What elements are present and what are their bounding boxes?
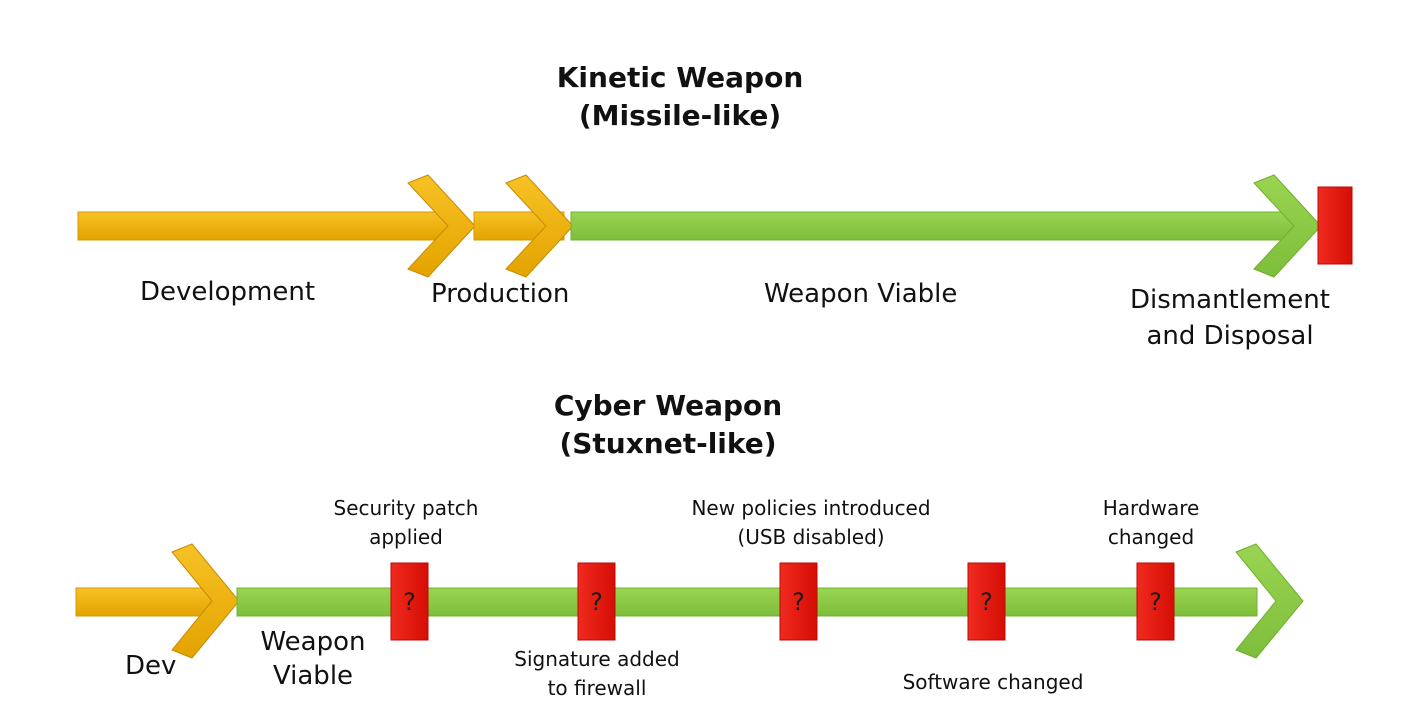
disposal-block	[1317, 186, 1353, 265]
kinetic-title: Kinetic Weapon (Missile-like)	[520, 61, 840, 133]
phase-label-cyber-viable-line2: Viable	[272, 660, 354, 691]
event-question-mark: ?	[980, 588, 993, 616]
phase-label-cyber-viable: Weapon Viable	[238, 627, 388, 692]
kinetic-title-line1: Kinetic Weapon	[556, 61, 804, 94]
event-label-policies: New policies introduced (USB disabled)	[661, 497, 961, 549]
event-label-hardware: Hardware changed	[1071, 497, 1231, 549]
event-label-line: New policies introduced	[691, 496, 931, 520]
event-marker-security-patch: ?	[390, 562, 429, 641]
kinetic-title-line2: (Missile-like)	[578, 99, 782, 133]
event-label-security-patch: Security patch applied	[306, 497, 506, 549]
event-marker-signature: ?	[577, 562, 616, 641]
phase-label-cyber-viable-line1: Weapon	[260, 627, 366, 657]
phase-label-viable: Weapon Viable	[764, 279, 958, 309]
event-question-mark: ?	[1149, 588, 1162, 616]
cyber-title: Cyber Weapon (Stuxnet-like)	[508, 389, 828, 461]
phase-label-disposal-line1: Dismantlement	[1130, 285, 1330, 315]
event-question-mark: ?	[590, 588, 603, 616]
event-marker-policies: ?	[779, 562, 818, 641]
event-marker-hardware: ?	[1136, 562, 1175, 641]
event-label-line: Software changed	[902, 670, 1084, 694]
viable-arrowhead	[1253, 174, 1322, 278]
event-label-line: applied	[369, 525, 443, 549]
event-label-line: to firewall	[547, 676, 647, 700]
dev-shaft	[75, 587, 227, 617]
event-label-line: Hardware	[1102, 496, 1200, 520]
phase-label-disposal-line2: and Disposal	[1146, 320, 1314, 351]
phase-label-development: Development	[140, 277, 316, 307]
phase-label-dev: Dev	[125, 651, 177, 681]
event-question-mark: ?	[792, 588, 805, 616]
event-question-mark: ?	[403, 588, 416, 616]
event-marker-software: ?	[967, 562, 1006, 641]
viable-shaft	[570, 211, 1307, 241]
phase-label-disposal: Dismantlement and Disposal	[1100, 285, 1360, 352]
dev-arrowhead	[171, 543, 240, 659]
event-label-line: Signature added	[514, 647, 680, 671]
production-arrowhead	[505, 174, 574, 278]
cyber-title-line2: (Stuxnet-like)	[559, 427, 777, 461]
event-label-line: changed	[1107, 525, 1195, 549]
cyber-title-line1: Cyber Weapon	[553, 389, 783, 422]
cyber-viable-shaft	[236, 587, 1258, 617]
event-label-line: Security patch	[333, 496, 479, 520]
event-label-software: Software changed	[878, 671, 1108, 694]
event-label-line: (USB disabled)	[737, 525, 885, 549]
development-arrowhead	[407, 174, 476, 278]
development-shaft	[77, 211, 459, 241]
cyber-viable-arrowhead	[1235, 543, 1304, 659]
event-label-signature: Signature added to firewall	[497, 648, 697, 700]
phase-label-production: Production	[431, 279, 570, 309]
